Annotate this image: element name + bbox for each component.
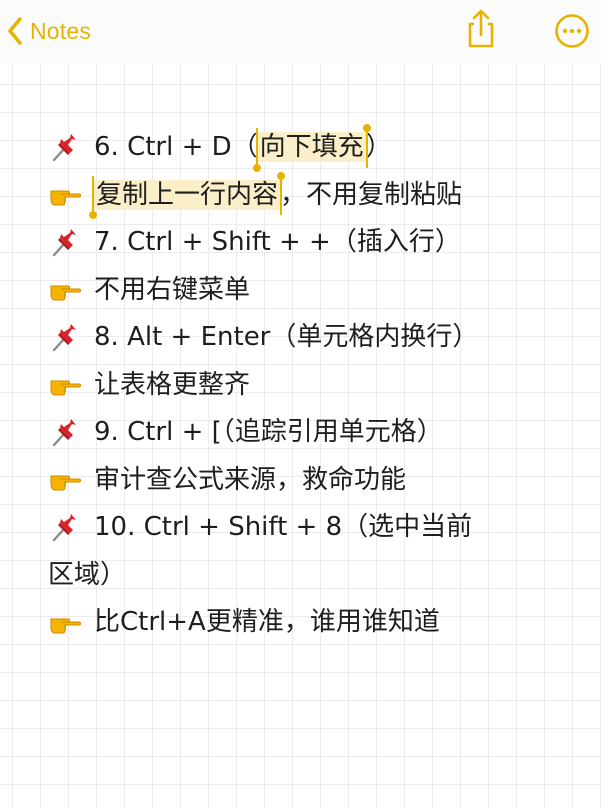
note-body[interactable]: 6. Ctrl + D（向下填充） 复制上一行内容，不用复制粘贴 7. Ctrl…: [48, 124, 578, 647]
navigation-bar: Notes: [0, 0, 601, 64]
selection-end-handle[interactable]: [362, 124, 371, 168]
note-line: 区域）: [48, 552, 578, 600]
more-button[interactable]: [553, 12, 591, 50]
pushpin-icon: [48, 323, 82, 353]
line-text: 让表格更整齐: [94, 369, 251, 400]
note-line: 比Ctrl+A更精准，谁用谁知道: [48, 599, 578, 647]
note-line: 6. Ctrl + D（向下填充）: [48, 124, 578, 172]
line-text: ）: [365, 132, 392, 162]
note-line: 让表格更整齐: [48, 362, 578, 410]
highlighted-text: 向下填充: [257, 132, 366, 162]
pushpin-icon: [48, 228, 82, 258]
line-text: 10. Ctrl + Shift + 8（选中当前: [94, 512, 473, 542]
text-selection[interactable]: 向下填充: [252, 124, 371, 172]
pointing-hand-icon: [48, 608, 82, 638]
pushpin-icon: [48, 133, 82, 163]
share-button[interactable]: [462, 8, 500, 50]
line-text: 不用右键菜单: [94, 274, 251, 305]
note-line: 不用右键菜单: [48, 267, 578, 315]
selection-end-handle[interactable]: [277, 171, 286, 215]
line-text: 8. Alt + Enter（单元格内换行）: [94, 322, 479, 352]
pointing-hand-icon: [48, 180, 82, 210]
line-text: ，不用复制粘贴: [280, 179, 463, 210]
chevron-left-icon: [8, 17, 22, 45]
pointing-hand-icon: [48, 370, 82, 400]
line-text: 6. Ctrl + D（: [94, 132, 258, 162]
pointing-hand-icon: [48, 275, 82, 305]
note-line: 审计查公式来源，救命功能: [48, 457, 578, 505]
line-text: 7. Ctrl + Shift + +（插入行）: [94, 227, 461, 257]
more-icon: [555, 14, 589, 48]
pushpin-icon: [48, 513, 82, 543]
selection-start-handle[interactable]: [89, 175, 97, 219]
note-line: 9. Ctrl + [（追踪引用单元格）: [48, 409, 578, 457]
back-label: Notes: [30, 17, 92, 44]
pointing-hand-icon: [48, 465, 82, 495]
back-button[interactable]: Notes: [6, 14, 91, 48]
share-icon: [468, 9, 494, 48]
selection-start-handle[interactable]: [252, 128, 261, 171]
line-text: 比Ctrl+A更精准，谁用谁知道: [94, 607, 440, 637]
line-text: 9. Ctrl + [（追踪引用单元格）: [94, 417, 443, 447]
note-line: 10. Ctrl + Shift + 8（选中当前: [48, 504, 578, 552]
highlighted-text: 复制上一行内容: [94, 179, 281, 210]
line-text: 审计查公式来源，救命功能: [94, 464, 407, 495]
text-selection[interactable]: 复制上一行内容: [89, 171, 286, 220]
note-line: 8. Alt + Enter（单元格内换行）: [48, 314, 578, 362]
pushpin-icon: [48, 418, 82, 448]
note-line: 7. Ctrl + Shift + +（插入行）: [48, 219, 578, 267]
note-line: 复制上一行内容，不用复制粘贴: [48, 171, 578, 220]
line-text: 区域）: [48, 559, 127, 590]
